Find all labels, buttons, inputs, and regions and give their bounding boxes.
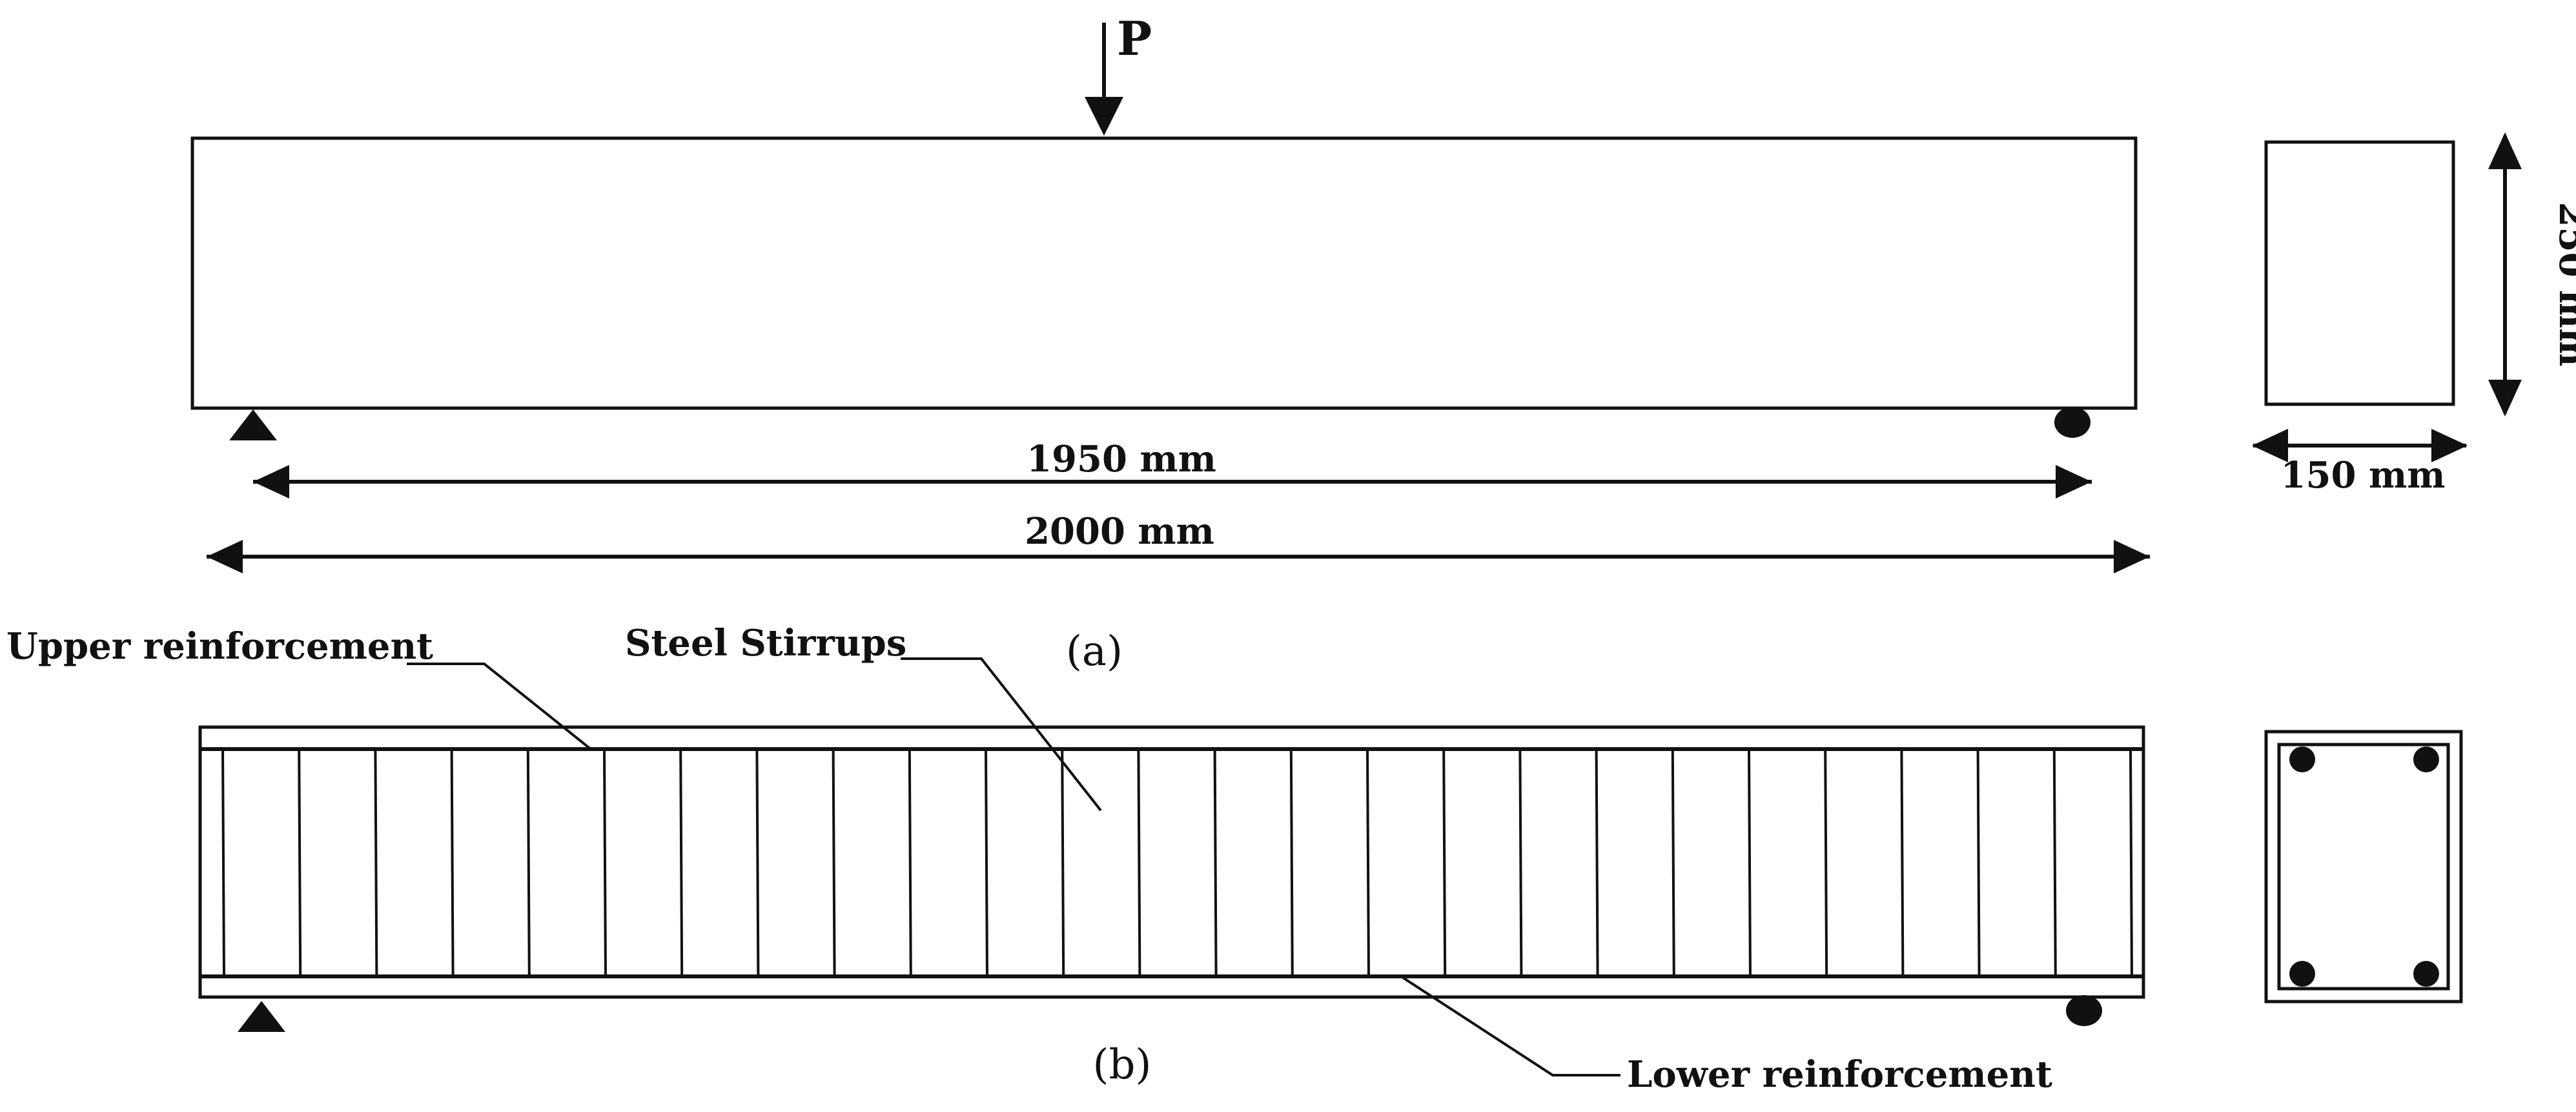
beam-reinforcement-elevation [198, 725, 2145, 999]
lower-reinforcement-label: Lower reinforcement [1627, 1053, 2052, 1096]
stirrup [603, 748, 607, 977]
stirrup [1595, 748, 1599, 977]
steel-stirrups-label: Steel Stirrups [625, 622, 906, 664]
load-arrow-head [1085, 97, 1123, 136]
stirrup [1137, 748, 1141, 977]
section-width-label: 150 mm [2281, 454, 2446, 497]
stirrup [679, 748, 684, 977]
dimension-span-total: 2000 mm [207, 510, 2150, 573]
stirrup [1289, 748, 1294, 977]
stirrup [221, 748, 225, 977]
stirrup [1900, 748, 1905, 977]
panel-b: Upper reinforcement Steel Stirrups Lower… [6, 622, 2463, 1096]
stirrup [832, 748, 836, 977]
stirrup [985, 748, 988, 977]
caption-a: (a) [1066, 628, 1123, 675]
stirrup [2052, 748, 2057, 977]
rebar-dot [2289, 961, 2315, 987]
stirrup [1824, 748, 1828, 977]
stirrup [526, 748, 531, 977]
pin-support-b [238, 1001, 285, 1032]
caption-b: (b) [1093, 1041, 1152, 1089]
rebar-dot [2413, 746, 2439, 772]
stirrup [1213, 748, 1218, 977]
steel-stirrups-leader [901, 657, 1102, 812]
rebars-group [2289, 746, 2439, 987]
lower-reinforcement-leader [1400, 975, 1620, 1076]
stirrup [1748, 748, 1752, 977]
section-height-label: 250 mm [2551, 202, 2576, 367]
cross-section-b-outer [2264, 730, 2463, 1004]
dimension-section-height: 250 mm [2488, 132, 2576, 417]
cross-section-a [2264, 140, 2455, 406]
stirrup [908, 748, 912, 977]
stirrup [298, 748, 302, 977]
stirrup [1671, 748, 1675, 977]
stirrup [450, 748, 455, 977]
stirrup [755, 748, 760, 977]
cross-section-b-stirrup [2277, 743, 2450, 991]
stirrup [374, 748, 378, 977]
rebar-dot [2413, 961, 2439, 987]
panel-a: P 1950 mm 2000 mm 250 mm [190, 11, 2576, 675]
roller-support [2054, 407, 2090, 438]
beam-elevation [190, 136, 2138, 410]
upper-reinforcement-label: Upper reinforcement [6, 625, 433, 668]
stirrup [1366, 748, 1370, 977]
stirrup [1976, 748, 1981, 977]
roller-support-b [2066, 995, 2102, 1026]
stirrup [1061, 748, 1065, 977]
stirrups-group [221, 748, 2133, 977]
rebar-dot [2289, 746, 2315, 772]
upper-reinforcement-leader [407, 663, 592, 750]
pin-support [229, 409, 277, 440]
dimension-section-width: 150 mm [2252, 429, 2468, 497]
span-support-label: 1950 mm [1027, 438, 1216, 480]
stirrup [1518, 748, 1523, 977]
stirrup [1442, 748, 1447, 977]
load-label: P [1117, 11, 1152, 66]
span-total-label: 2000 mm [1025, 510, 1214, 553]
stirrup [2129, 748, 2133, 977]
dimension-span-support: 1950 mm [253, 438, 2092, 499]
